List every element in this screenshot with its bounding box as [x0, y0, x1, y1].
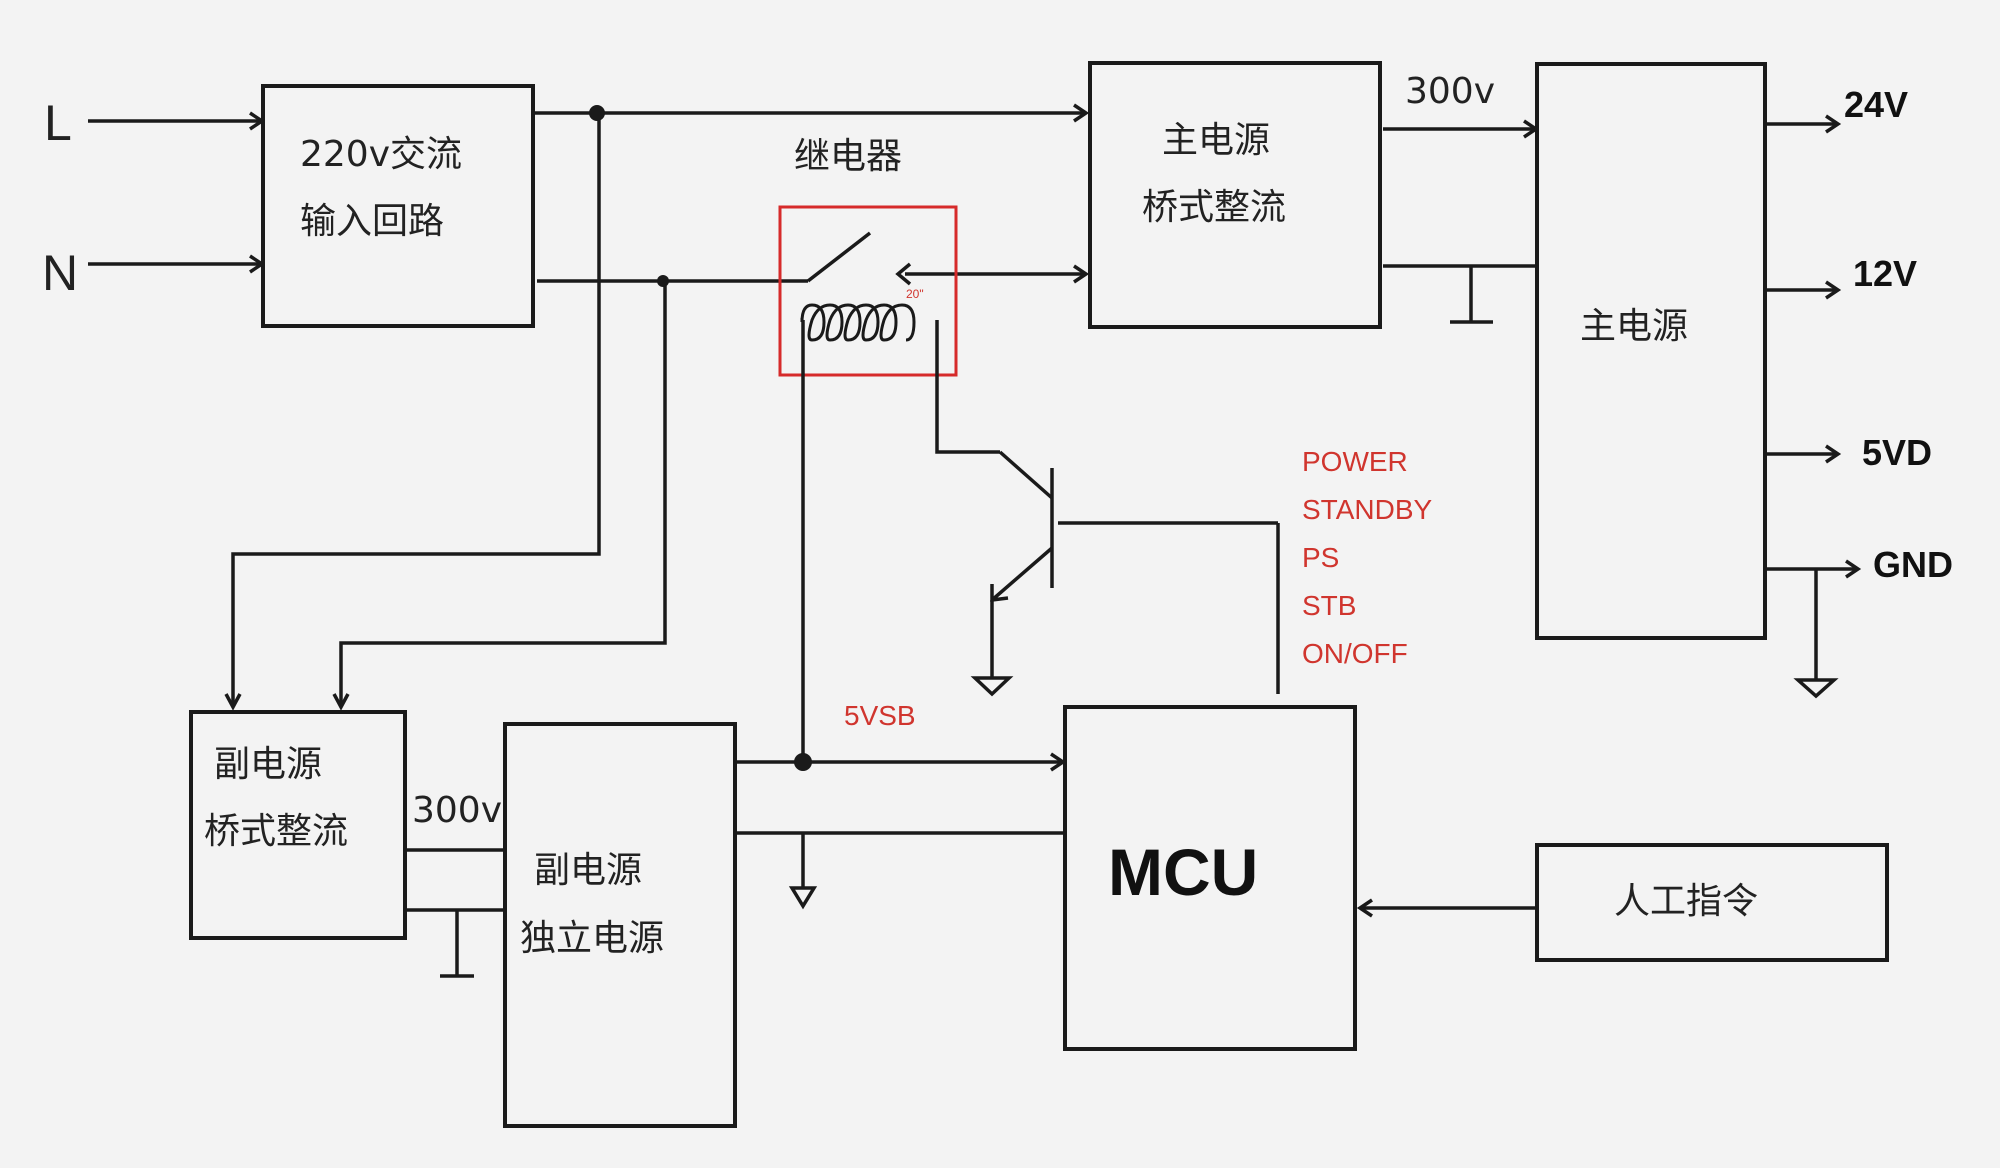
main-rectifier-line2: 桥式整流	[1142, 187, 1286, 228]
output-gnd-label: GND	[1873, 544, 1953, 585]
aux-rectifier-line1: 副电源	[214, 744, 322, 785]
ac-top-wire	[535, 103, 1090, 123]
mcu-label: MCU	[1108, 835, 1258, 909]
signal-stb: STB	[1302, 590, 1356, 621]
relay-frame	[778, 205, 958, 377]
aux-rectifier-block	[189, 710, 407, 940]
standby-wire	[735, 752, 1067, 910]
relay-coil-icon	[800, 303, 916, 342]
relay-label: 继电器	[794, 136, 902, 177]
signal-power: POWER	[1302, 446, 1408, 477]
junction-5vsb	[794, 753, 812, 771]
relay-output-wire	[895, 262, 1090, 286]
mcu-block	[1063, 705, 1357, 1051]
main-rectifier-block	[1088, 61, 1382, 329]
transistor-ground-icon	[970, 676, 1014, 697]
input-l-label: L	[44, 95, 72, 151]
ac-input-line1: 220v交流	[300, 134, 462, 175]
ground-symbol-icon	[1793, 678, 1839, 699]
aux-psu-line2: 独立电源	[520, 918, 664, 959]
junction-top	[589, 105, 605, 121]
relay-coil-lead-right	[935, 320, 1000, 454]
aux-psu-block	[503, 722, 737, 1128]
main-dc-voltage: 300v	[1405, 71, 1495, 112]
standby-voltage-label: 5VSB	[844, 700, 916, 731]
aux-dc-wire	[405, 848, 505, 978]
main-rectifier-line1: 主电源	[1162, 120, 1270, 161]
output-5vd-label: 5VD	[1862, 432, 1932, 473]
junction-bottom	[657, 275, 669, 287]
driver-transistor-icon	[970, 450, 1280, 697]
ac-input-line2: 输入回路	[300, 201, 444, 242]
ac-input-block	[261, 84, 535, 328]
input-n-wire	[88, 254, 266, 274]
ac-bottom-wire	[537, 231, 872, 283]
aux-feed-wire-1	[231, 113, 601, 707]
manual-command-block	[1535, 843, 1889, 962]
signal-onoff: ON/OFF	[1302, 638, 1408, 669]
signal-standby: STANDBY	[1302, 494, 1432, 525]
input-n-label: N	[42, 245, 78, 301]
output-24v-label: 24V	[1844, 84, 1908, 125]
output-gnd: GND	[1765, 544, 1953, 699]
input-l-wire	[88, 111, 266, 131]
aux-psu-line1: 副电源	[534, 850, 642, 891]
aux-rectifier-line2: 桥式整流	[204, 811, 348, 852]
output-5vd: 5VD	[1765, 432, 1932, 473]
signal-ps: PS	[1302, 542, 1339, 573]
relay-tag: 20"	[906, 287, 924, 301]
main-psu-block	[1535, 62, 1767, 640]
aux-ground-icon	[788, 886, 818, 910]
aux-feed-wire-2	[339, 281, 667, 707]
main-psu-label: 主电源	[1580, 306, 1688, 347]
aux-dc-voltage: 300v	[412, 790, 502, 831]
output-12v-label: 12V	[1853, 253, 1917, 294]
output-24v: 24V	[1765, 84, 1908, 134]
main-dc-wire	[1383, 119, 1540, 324]
output-12v: 12V	[1765, 253, 1917, 300]
manual-command-wire	[1356, 898, 1537, 918]
manual-command-label: 人工指令	[1614, 881, 1758, 922]
